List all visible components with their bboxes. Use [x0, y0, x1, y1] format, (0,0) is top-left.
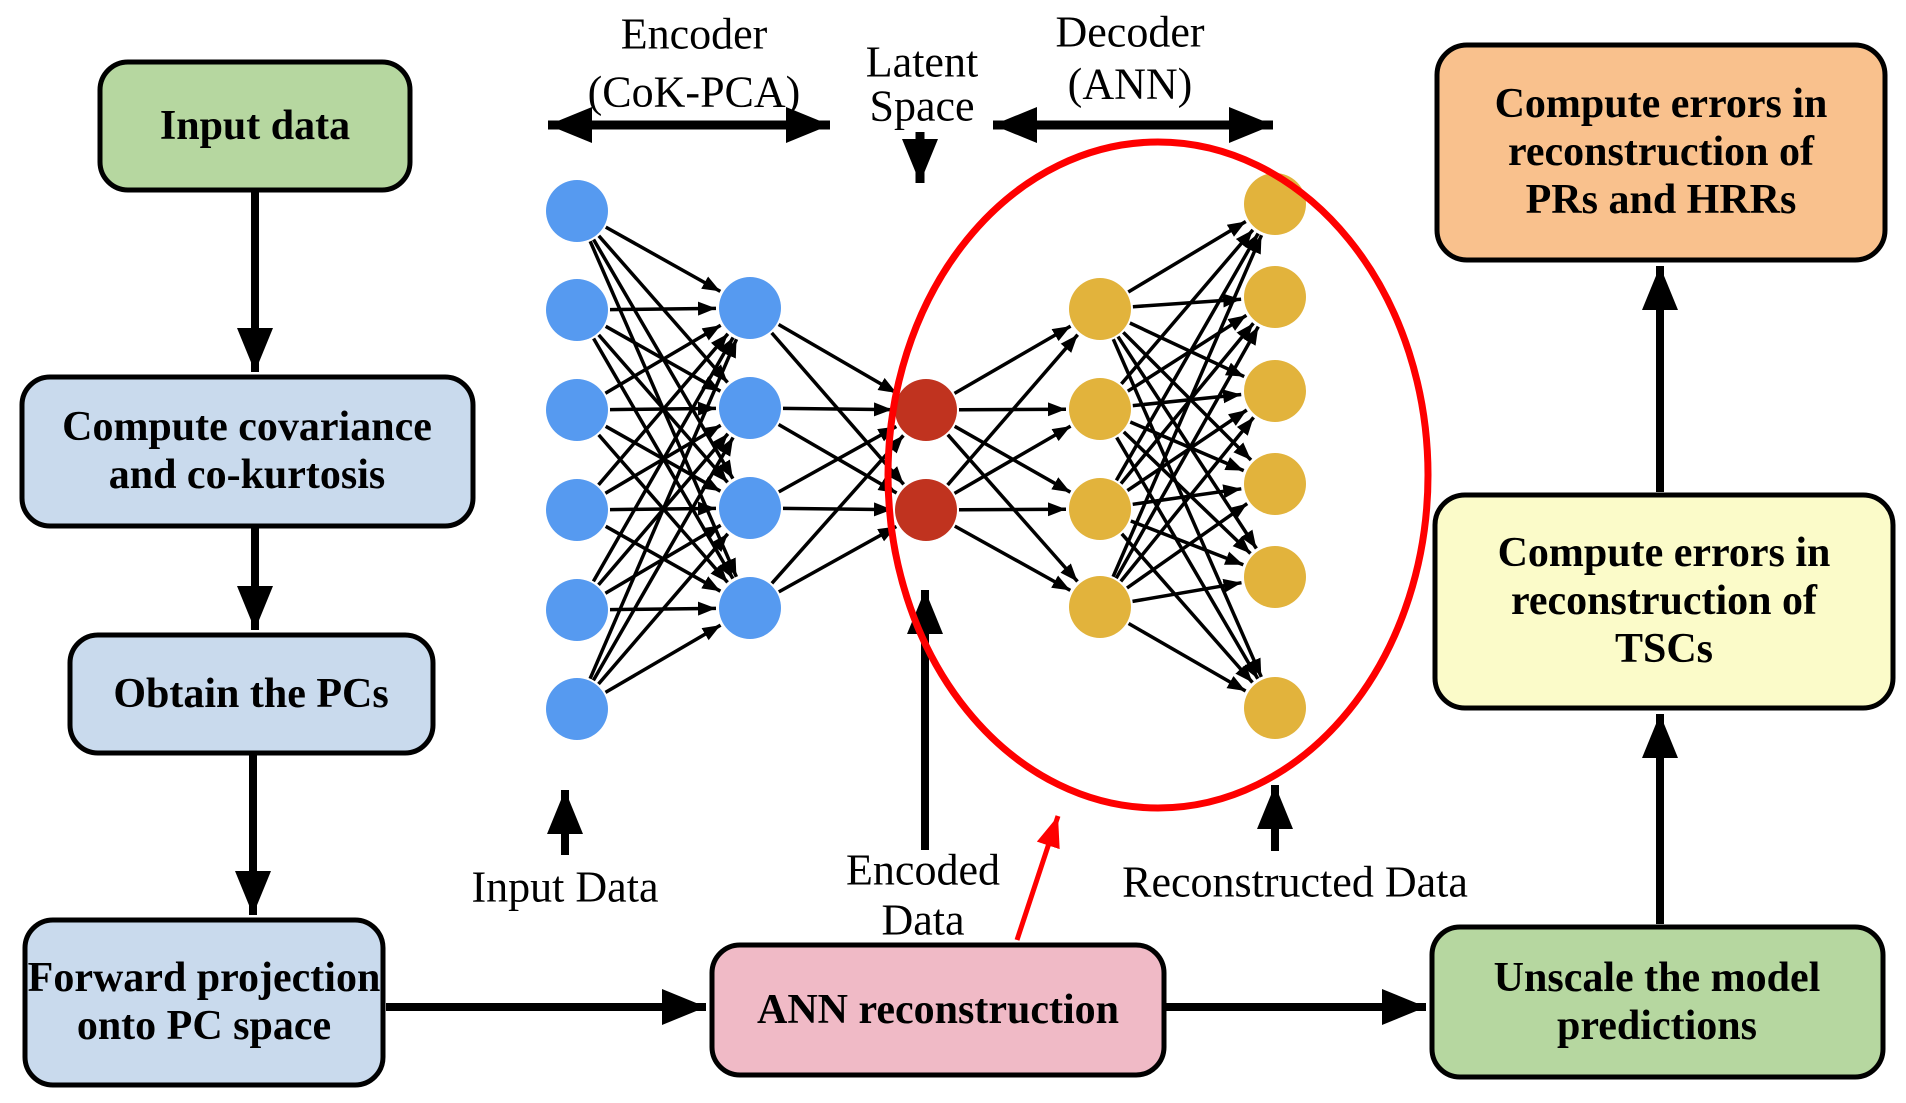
node-decoder-hidden-1 [1069, 278, 1131, 340]
box-ann-label: ANN reconstruction [757, 987, 1119, 1033]
encoded-data-label-line2: Data [881, 896, 964, 945]
network-edge [953, 524, 1072, 592]
box-ann-reconstruction: ANN reconstruction [709, 942, 1167, 1078]
box-obtain-pcs: Obtain the PCs [67, 632, 436, 756]
box-unscale-line2: predictions [1557, 1003, 1757, 1049]
network-edge [777, 424, 898, 494]
node-encoder-hidden-1 [719, 277, 781, 339]
decoder-label-line2: (ANN) [1068, 60, 1193, 109]
box-forward-projection: Forward projection onto PC space [22, 917, 386, 1088]
box-errors-prs-hrrs: Compute errors in reconstruction of PRs … [1434, 42, 1888, 263]
network-edge [1132, 578, 1242, 604]
network-edge [604, 323, 722, 395]
box-errors-tscs: Compute errors in reconstruction of TSCs [1432, 492, 1896, 711]
network-edge [777, 524, 898, 594]
box-tscs-line3: TSCs [1615, 626, 1713, 672]
node-input-4 [546, 479, 608, 541]
flow-arrows [235, 107, 1678, 1025]
network-annotations: Encoder (CoK-PCA) Latent Space Decoder (… [472, 8, 1468, 945]
node-decoder-hidden-2 [1069, 378, 1131, 440]
box-input-data: Input data [97, 59, 413, 193]
decoder-label-line1: Decoder [1055, 8, 1204, 57]
network-edge [604, 623, 722, 694]
node-decoder-hidden-3 [1069, 478, 1131, 540]
network-edge [1111, 338, 1263, 678]
node-latent-1 [895, 379, 957, 441]
network-edge [591, 336, 735, 583]
network-edge [591, 436, 735, 682]
box-tscs-line1: Compute errors in [1498, 530, 1831, 576]
box-covariance-line2: and co-kurtosis [109, 452, 386, 498]
network-edge [1132, 484, 1242, 507]
box-prs-line1: Compute errors in [1495, 81, 1828, 127]
node-output-5 [1244, 546, 1306, 608]
network-edge [1127, 621, 1247, 693]
node-output-1 [1244, 173, 1306, 235]
network-edge [597, 532, 730, 686]
network-edge [604, 225, 722, 293]
network-edge [782, 402, 893, 417]
network-edge [588, 338, 739, 680]
network-edge [953, 324, 1072, 395]
network-edge [1111, 234, 1264, 578]
box-prs-line2: reconstruction of [1508, 129, 1815, 175]
node-input-1 [546, 180, 608, 242]
ann-to-decoder-red-arrow [1014, 815, 1061, 941]
network-edge [1122, 331, 1253, 462]
node-output-3 [1244, 360, 1306, 422]
network-edge [1129, 321, 1245, 379]
autoencoder-network [546, 173, 1306, 740]
decoder-highlight-ellipse [884, 138, 1432, 812]
network-edge [1127, 219, 1247, 294]
network-edge [1125, 502, 1249, 590]
node-output-6 [1244, 677, 1306, 739]
network-edge [953, 424, 1072, 495]
network-edge [1119, 416, 1255, 583]
box-covariance-line1: Compute covariance [62, 404, 432, 450]
network-edge [609, 301, 717, 316]
network-edge [1132, 389, 1242, 408]
network-edge [597, 332, 730, 487]
node-input-3 [546, 379, 608, 441]
latent-label-line1: Latent [866, 38, 978, 87]
box-forward-line1: Forward projection [28, 955, 381, 1001]
network-edge [1114, 232, 1260, 482]
network-edge [958, 502, 1067, 517]
box-input-data-label: Input data [160, 103, 350, 149]
node-encoder-hidden-2 [719, 377, 781, 439]
network-edge [1115, 436, 1260, 680]
box-tscs-line2: reconstruction of [1511, 578, 1818, 624]
node-decoder-hidden-4 [1069, 576, 1131, 638]
node-encoder-hidden-4 [719, 577, 781, 639]
network-edge [946, 333, 1080, 487]
box-prs-line3: PRs and HRRs [1526, 177, 1797, 223]
network-edge [1126, 313, 1248, 393]
node-input-2 [546, 279, 608, 341]
box-unscale-line1: Unscale the model [1494, 955, 1821, 1001]
node-input-6 [546, 678, 608, 740]
reconstructed-data-label: Reconstructed Data [1122, 858, 1468, 907]
box-covariance: Compute covariance and co-kurtosis [19, 374, 476, 529]
encoder-label-line2: (CoK-PCA) [588, 68, 801, 117]
input-data-label: Input Data [472, 863, 659, 912]
network-edge [1132, 293, 1242, 309]
node-output-4 [1244, 453, 1306, 515]
network-edge [1130, 519, 1244, 567]
box-forward-line2: onto PC space [77, 1003, 331, 1049]
encoder-label-line1: Encoder [621, 10, 768, 59]
network-edge [1114, 325, 1260, 580]
node-input-5 [546, 579, 608, 641]
node-encoder-hidden-3 [719, 477, 781, 539]
latent-label-line2: Space [869, 82, 974, 131]
box-obtain-pcs-label: Obtain the PCs [113, 671, 388, 717]
network-edge [1120, 532, 1254, 684]
network-edge [1120, 228, 1255, 386]
network-edge [1129, 420, 1245, 473]
network-edge [777, 322, 898, 395]
network-edge [770, 434, 905, 585]
node-output-2 [1244, 266, 1306, 328]
box-unscale: Unscale the model predictions [1429, 924, 1886, 1080]
encoded-data-label-line1: Encoded [846, 846, 1000, 895]
node-latent-2 [895, 479, 957, 541]
